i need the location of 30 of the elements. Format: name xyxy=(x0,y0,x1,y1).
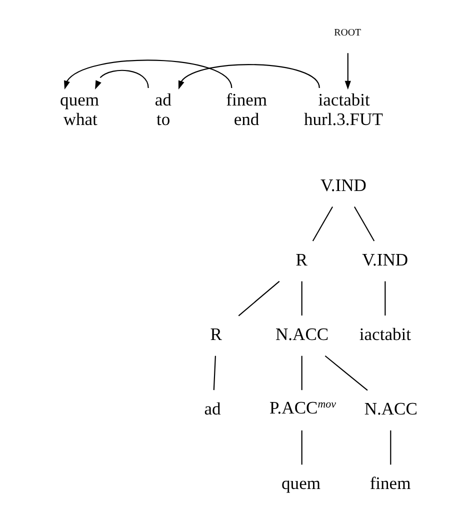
node-text: V.IND xyxy=(320,174,366,194)
arrow xyxy=(344,52,351,90)
node-text: finem xyxy=(370,472,411,493)
connector xyxy=(301,355,302,390)
node-text: ad xyxy=(204,398,221,418)
node-text: V.IND xyxy=(362,248,408,269)
node-text: R xyxy=(296,248,308,269)
connector xyxy=(213,355,216,390)
connector xyxy=(301,280,302,316)
connector xyxy=(384,280,386,316)
node-text: iactabit hurl.3.FUT xyxy=(304,88,383,129)
arrow xyxy=(178,64,320,90)
node-text: finem end xyxy=(226,88,268,129)
connector xyxy=(390,430,392,464)
connector xyxy=(354,206,375,241)
connector xyxy=(238,280,280,316)
node-text: P.ACC$^{mov}$ xyxy=(269,396,336,417)
connector xyxy=(301,430,302,464)
node-text: quem xyxy=(282,472,321,493)
node-text: N.ACC xyxy=(364,398,418,418)
node-text: iactabit xyxy=(359,323,411,344)
node-text: ROOT xyxy=(334,27,362,38)
node-text: quem what xyxy=(60,88,100,129)
node-text: R xyxy=(210,323,222,344)
connector xyxy=(324,354,368,390)
node-text: ad to xyxy=(154,88,172,129)
node-text: N.ACC xyxy=(276,323,329,344)
connector xyxy=(312,206,334,241)
arrow xyxy=(64,59,232,90)
arrow xyxy=(95,69,149,89)
